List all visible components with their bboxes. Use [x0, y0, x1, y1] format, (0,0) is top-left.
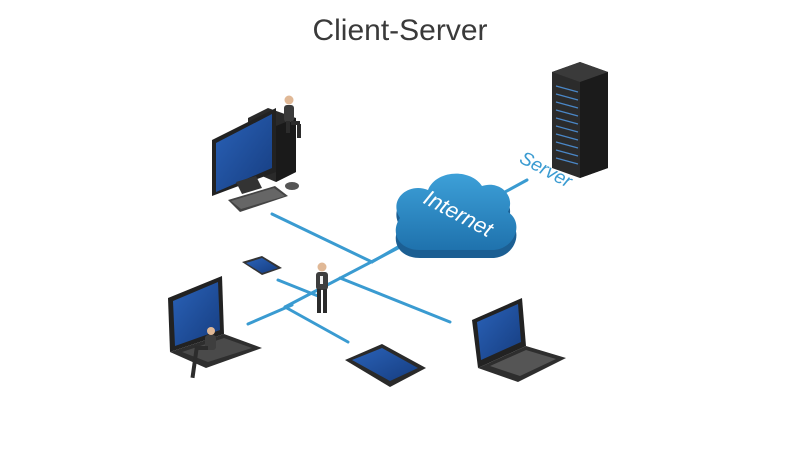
link-laptop-right [338, 276, 452, 324]
link-tablet [283, 305, 350, 344]
cloud-icon: Internet [395, 173, 517, 258]
server-rack-icon [552, 62, 608, 178]
link-desktop [270, 212, 374, 264]
person-laptop-icon [190, 327, 216, 379]
link-server [503, 178, 529, 194]
smartphone-icon [242, 256, 282, 275]
desktop-computer-icon [212, 108, 299, 212]
person-center-icon [316, 262, 328, 313]
link-phone [276, 278, 320, 298]
tablet-icon [345, 344, 426, 387]
laptop-left-icon [168, 276, 262, 368]
diagram-title: Client-Server [312, 14, 488, 47]
laptop-right-icon [472, 298, 566, 382]
person-icon [284, 95, 301, 138]
network-links [246, 178, 529, 344]
